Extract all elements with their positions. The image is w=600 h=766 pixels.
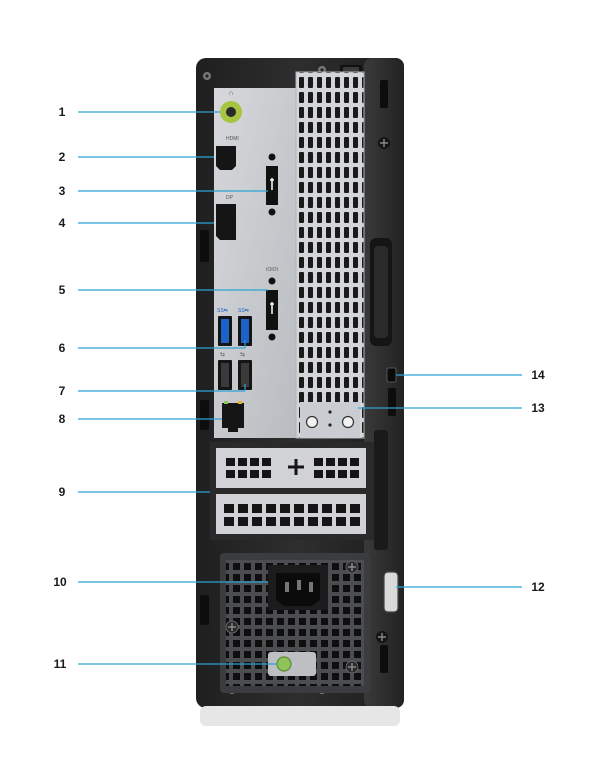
screw-icon: [345, 660, 359, 674]
callout-1: 1: [59, 105, 66, 119]
antenna-knockouts: [305, 410, 355, 429]
usb3-label: SS⇆: [238, 308, 249, 314]
audio-jack: ∩: [220, 90, 242, 123]
callout-4: 4: [59, 216, 66, 230]
expansion-slots: [210, 430, 388, 550]
serial-label: IOIOI: [266, 267, 278, 273]
hdmi-port: [216, 146, 236, 170]
callout-13: 13: [531, 401, 545, 415]
screw-icon: [378, 137, 390, 149]
screw-icon: [345, 560, 359, 574]
psu-release-latch: [383, 571, 399, 613]
callout-9: 9: [59, 485, 66, 499]
callout-5: 5: [59, 283, 66, 297]
callout-12: 12: [531, 580, 545, 594]
callout-leaders: [78, 111, 522, 665]
callout-numbers: 1 2 3 4 5 6 7 8 9 10 11 12 13 14: [53, 105, 545, 671]
io-plate: [214, 71, 365, 439]
callout-14: 14: [531, 368, 545, 382]
option-port-knockout-3: [266, 153, 278, 216]
usb3-label: SS⇆: [217, 308, 228, 314]
callout-8: 8: [59, 412, 66, 426]
screw-icon: [376, 631, 388, 643]
callout-6: 6: [59, 341, 66, 355]
displayport-port: [216, 204, 236, 240]
usb2-label: ⇆: [220, 351, 225, 358]
callout-3: 3: [59, 184, 66, 198]
power-connector: [268, 565, 328, 610]
callout-11: 11: [54, 657, 67, 671]
option-port-knockout-5: [266, 277, 278, 341]
power-led: [276, 656, 292, 672]
callout-7: 7: [59, 384, 66, 398]
dp-label: DP: [226, 195, 234, 201]
security-lock-slot: [386, 367, 397, 383]
usb2-label: ⇆: [240, 351, 245, 358]
callout-10: 10: [53, 575, 67, 589]
ports: ∩ HDMI DP IOIOI SS⇆ SS⇆ ⇆ ⇆: [216, 90, 397, 432]
hdmi-label: HDMI: [226, 136, 239, 142]
ethernet-port: [222, 401, 244, 432]
headset-icon: ∩: [228, 90, 233, 97]
callout-2: 2: [59, 150, 66, 164]
screw-icon: [225, 620, 239, 634]
power-supply: [220, 553, 399, 693]
